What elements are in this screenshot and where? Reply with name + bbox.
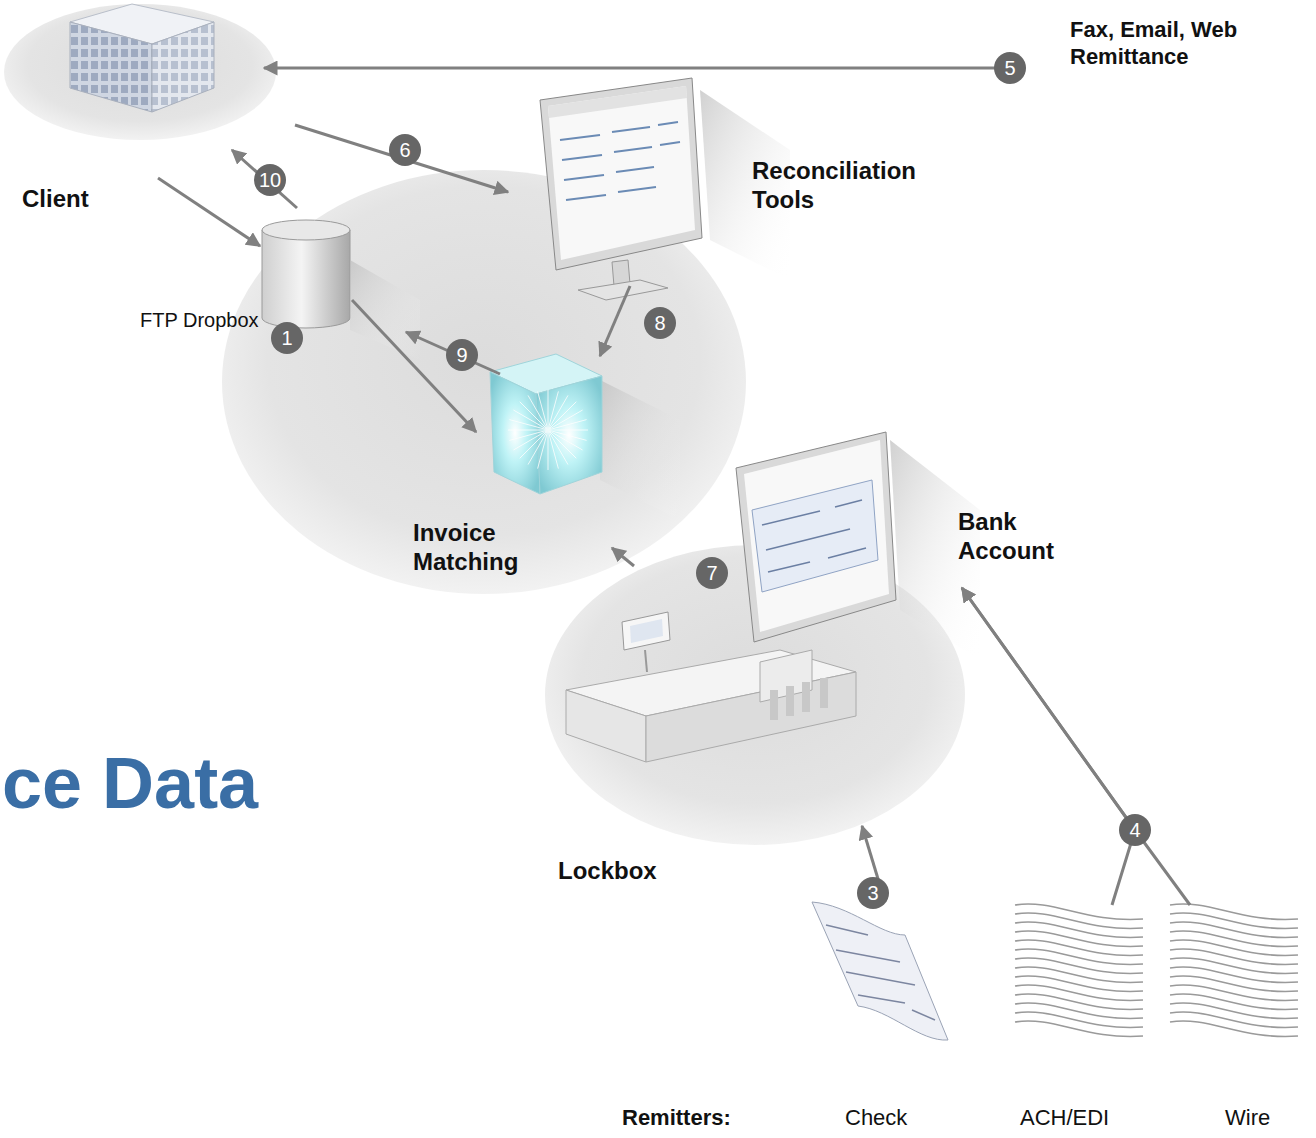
- flow-arrow: [962, 588, 1190, 905]
- callout-number: 7: [696, 557, 728, 589]
- flow-arrow: [612, 548, 634, 566]
- node-label: Invoice Matching: [413, 518, 563, 577]
- node-label: Wire: [1225, 1105, 1303, 1132]
- flow-arrow: [158, 178, 260, 246]
- diagram-node: ACH/EDI: [1005, 895, 1165, 1134]
- node-label: Reconciliation Tools: [752, 156, 957, 215]
- check-paper: [812, 902, 948, 1040]
- node-label: Bank Account: [958, 507, 1083, 566]
- dropbox-cylinder: [262, 220, 420, 360]
- diagram-node: Bank Account: [730, 425, 1087, 645]
- flow-arrow: [232, 150, 297, 208]
- data-lines: [1015, 904, 1298, 1036]
- diagram-node: FTP Dropbox: [140, 212, 355, 337]
- callout-number: 3: [857, 877, 889, 909]
- callout-number: 5: [994, 52, 1026, 84]
- building-icon: [70, 4, 214, 112]
- callout-number: 8: [644, 307, 676, 339]
- callout-number: 1: [271, 322, 303, 354]
- node-label: Fax, Email, Web Remittance: [1070, 17, 1304, 71]
- diagram-node: Client: [18, 8, 290, 220]
- flow-arrow: [264, 67, 1025, 70]
- monitor-icon: [736, 432, 980, 660]
- callout-number: 9: [446, 339, 478, 371]
- node-label: Client: [22, 184, 142, 213]
- diagram-node: Lockbox: [550, 600, 860, 895]
- diagram-node: Check: [800, 890, 960, 1134]
- diagram-node: Fax, Email, Web Remittance: [1000, 15, 1308, 121]
- flow-arrow: [406, 332, 500, 374]
- diagram-node: Invoice Matching: [405, 350, 605, 590]
- node-label: Lockbox: [558, 856, 698, 885]
- node-label: ACH/EDI: [1020, 1105, 1160, 1132]
- diagram-node: Wire: [1165, 895, 1307, 1134]
- node-label: Check: [845, 1105, 955, 1132]
- callout-number: 10: [254, 164, 286, 196]
- diagram-node: Reconciliation Tools: [530, 78, 961, 303]
- row-label: Remitters:: [622, 1105, 731, 1131]
- callout-number: 6: [389, 134, 421, 166]
- node-label: FTP Dropbox: [140, 308, 270, 332]
- title-fragment: ce Data: [2, 742, 258, 824]
- lockbox-counter: [566, 612, 856, 762]
- flow-arrow: [962, 588, 1135, 905]
- matching-cube: [490, 354, 680, 520]
- callout-number: 4: [1119, 814, 1151, 846]
- flow-arrow: [295, 125, 508, 192]
- flow-arrow: [600, 286, 630, 356]
